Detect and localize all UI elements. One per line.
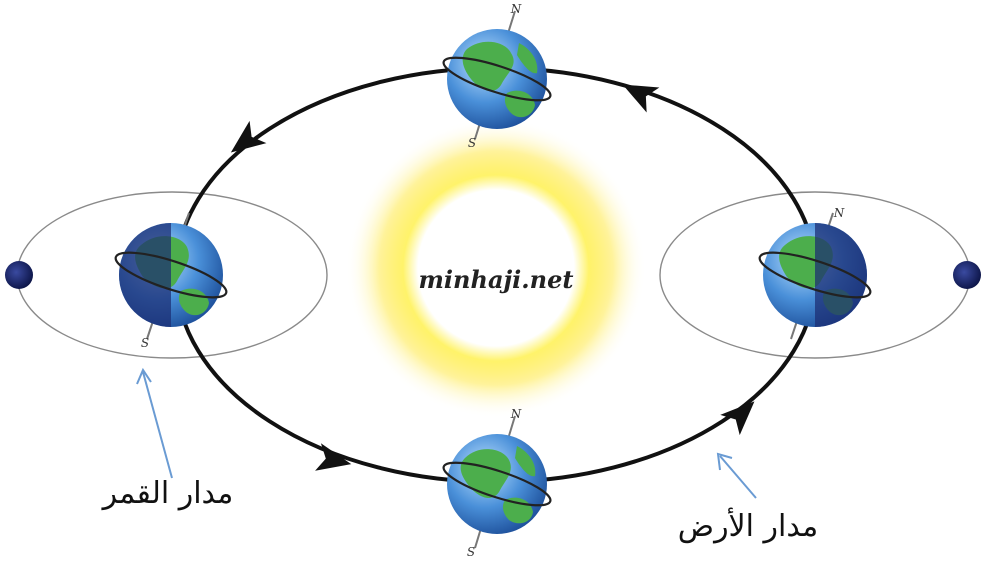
- pole-north-label: N: [510, 2, 522, 16]
- pointer-arrow-icon: [136, 367, 757, 499]
- earth-right: N: [758, 206, 872, 340]
- pole-south-label: S: [141, 336, 149, 350]
- moon-orbit-label: مدار القمر: [101, 476, 234, 511]
- pole-south-label: S: [468, 136, 476, 150]
- pole-north-label: N: [510, 407, 522, 421]
- earth-orbit-label: مدار الأرض: [678, 506, 818, 544]
- sun: minhaji.net: [346, 118, 646, 418]
- earth-top: N S: [442, 2, 552, 150]
- earth-bottom: N S: [442, 407, 552, 559]
- sun-watermark: minhaji.net: [419, 265, 574, 294]
- moon-right: [953, 261, 981, 289]
- pole-north-label: N: [833, 206, 845, 220]
- moon-left: [5, 261, 33, 289]
- earth-left: S: [114, 212, 228, 350]
- pole-south-label: S: [467, 545, 475, 559]
- orbit-arrow-icon: [230, 84, 755, 471]
